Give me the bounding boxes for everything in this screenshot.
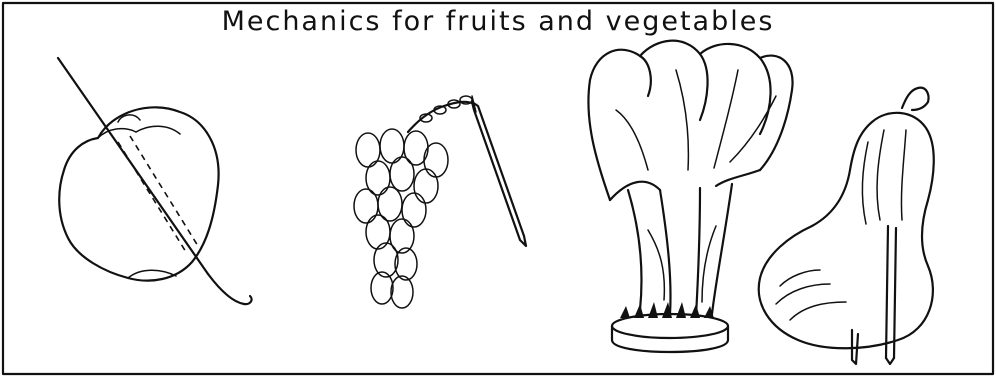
grapes-drawing [354, 96, 526, 308]
squash-drawing [759, 88, 934, 364]
pepper-drawing [58, 58, 252, 304]
